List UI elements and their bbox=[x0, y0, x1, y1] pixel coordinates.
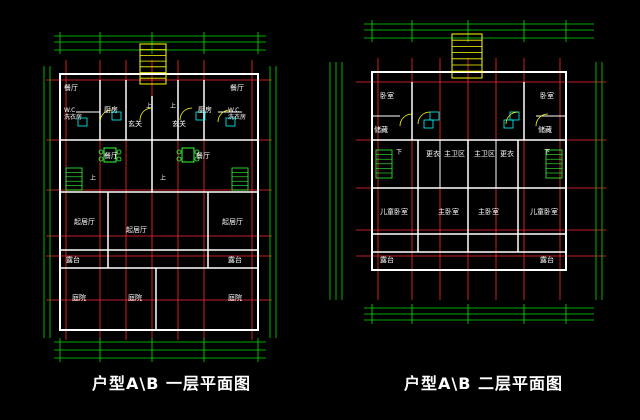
room-label: 主卧室 bbox=[438, 207, 459, 216]
room-label: 露台 bbox=[540, 255, 554, 264]
chair bbox=[176, 149, 182, 155]
plan-title-first-floor: 户型A\B 一层平面图 bbox=[92, 374, 251, 393]
room-label: 露台 bbox=[380, 255, 394, 264]
room-label: 庭院 bbox=[128, 293, 142, 302]
door-swing bbox=[217, 109, 231, 123]
room-label: 更衣 bbox=[500, 149, 514, 158]
room-label: 露台 bbox=[228, 255, 242, 264]
sanitary-fixture bbox=[503, 119, 514, 129]
room-label: 厨房 bbox=[198, 105, 212, 114]
room-label: 主卧室 bbox=[478, 207, 499, 216]
sanitary-fixture bbox=[77, 117, 88, 127]
room-label: 餐厅 bbox=[64, 83, 78, 92]
plan-mark: 上 bbox=[90, 174, 96, 182]
room-label: 起居厅 bbox=[74, 218, 95, 226]
chair bbox=[116, 156, 122, 162]
chair bbox=[176, 156, 182, 162]
chair bbox=[194, 149, 200, 155]
door-swing bbox=[139, 107, 153, 121]
door-swing bbox=[535, 113, 549, 127]
room-label: 儿童卧室 bbox=[530, 207, 558, 216]
entry-stair bbox=[139, 43, 167, 85]
plan-mark: 上 bbox=[160, 174, 166, 182]
room-label: 起居厅 bbox=[126, 226, 147, 234]
plan-mark: 上 bbox=[170, 102, 176, 110]
door-swing bbox=[179, 107, 193, 121]
chair bbox=[98, 156, 104, 162]
sanitary-fixture bbox=[111, 111, 122, 121]
dining-table bbox=[181, 147, 195, 163]
outer-wall bbox=[59, 73, 259, 331]
room-label: 卧室 bbox=[540, 91, 554, 100]
sanitary-fixture bbox=[195, 111, 206, 121]
room-label: 主卫区 bbox=[444, 149, 465, 158]
door-swing bbox=[505, 111, 519, 125]
plan-mark: 下 bbox=[544, 149, 550, 156]
plan-title-second-floor: 户型A\B 二层平面图 bbox=[404, 374, 563, 393]
room-label: 庭院 bbox=[228, 293, 242, 302]
room-label: 露台 bbox=[66, 255, 80, 264]
room-label: 储藏 bbox=[374, 125, 388, 134]
room-label: 餐厅 bbox=[230, 83, 244, 92]
door-swing bbox=[417, 111, 431, 125]
chair bbox=[98, 149, 104, 155]
room-label: 玄关 bbox=[172, 119, 186, 128]
plan-mark: 上 bbox=[146, 102, 152, 110]
room-label: 主卫区 bbox=[474, 149, 495, 158]
room-label: 玄关 bbox=[128, 119, 142, 128]
sanitary-fixture bbox=[509, 111, 520, 121]
room-label: 儿童卧室 bbox=[380, 207, 408, 216]
chair bbox=[116, 149, 122, 155]
plan-mark: 下 bbox=[396, 149, 402, 156]
room-label: 餐厅 bbox=[196, 151, 210, 160]
sanitary-fixture bbox=[225, 117, 236, 127]
dining-table bbox=[103, 147, 117, 163]
room-label: 厨房 bbox=[104, 105, 118, 114]
chair bbox=[194, 156, 200, 162]
stair bbox=[65, 167, 83, 191]
room-label: 储藏 bbox=[538, 125, 552, 134]
room-label: 餐厅 bbox=[104, 151, 118, 160]
door-swing bbox=[99, 109, 113, 123]
sanitary-fixture bbox=[423, 119, 434, 129]
room-label: 卧室 bbox=[380, 91, 394, 100]
stair-well bbox=[451, 33, 483, 79]
room-label: 起居厅 bbox=[222, 218, 243, 226]
stair bbox=[231, 167, 249, 191]
door-swing bbox=[399, 113, 413, 127]
sanitary-fixture bbox=[429, 111, 440, 121]
outer-wall bbox=[371, 71, 567, 271]
room-label: 庭院 bbox=[72, 293, 86, 302]
room-label: 更衣 bbox=[426, 149, 440, 158]
